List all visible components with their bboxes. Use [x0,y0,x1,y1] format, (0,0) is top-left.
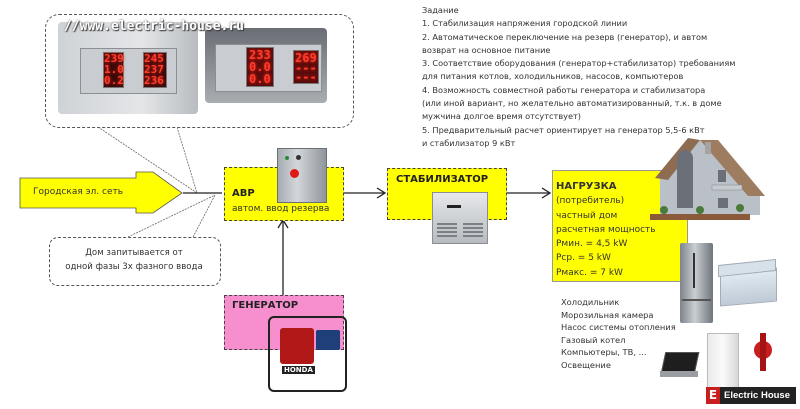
led-value: 233 [249,48,271,62]
generator-brand: HONDA [282,366,315,374]
stabilizer-display [447,205,461,208]
stabilizer-vent [463,223,483,237]
arrowhead-stabilizer [376,187,387,199]
load-line: частный дом [556,210,618,221]
avr-subtitle: автом. ввод резерва [232,204,330,214]
note-pointer-line-1 [127,194,216,238]
led-value: 0.0 [249,60,271,74]
appliance-item: Насос системы отопления [561,322,676,333]
appliance-item: Компьютеры, ТВ, ... [561,347,647,358]
led-value: 239 [104,52,124,65]
appliance-item: Газовый котел [561,334,626,345]
arrowhead-load [541,187,552,199]
note-line: Дом запитывается от [85,248,183,258]
task-line: 4. Возможность совместной работы генерат… [422,84,706,95]
left-meter-display-1 [103,52,124,88]
cabinet-indicator [285,156,289,160]
avr-cabinet-image [277,148,327,203]
led-value: 245 [144,52,164,65]
gas-boiler-image [707,333,739,390]
task-line: возврат на основное питание [422,44,551,55]
brand-text: Electric House [724,390,790,401]
avr-title: АВР [232,188,255,199]
note-line: одной фазы 3х фазного ввода [65,262,203,272]
task-description: Задание 1. Стабилизация напряжения город… [422,4,735,150]
pump-pipe [760,333,766,371]
led-value: 237 [144,63,164,76]
load-line: Рмакс. = 7 kW [556,267,623,278]
load-line: Рмин. = 4,5 kW [556,239,628,250]
left-meter-display-2 [143,52,167,88]
stabilizer-image [432,192,488,244]
city-grid-arrow [19,171,183,214]
led-value: 0.0 [249,72,271,86]
note-text: Дом запитывается от одной фазы 3х фазног… [49,246,219,274]
photo-pointer-line-1 [97,126,198,194]
task-line: 3. Соответствие оборудования (генератор+… [422,58,736,69]
generator-image: HONDA [268,316,347,392]
led-value: 1.0 [104,63,124,76]
load-line: (потребитель) [556,196,625,207]
circulation-pump-image [750,333,776,371]
led-value: 0.2 [104,74,124,87]
load-line: Рср. = 5 kW [556,253,611,264]
right-meter-display-2 [293,50,319,84]
appliance-item: Освещение [561,359,611,370]
brand-logo: E Electric House [706,387,796,404]
city-grid-label: Городская эл. сеть [33,187,124,197]
refrigerator-drawer [682,299,711,301]
load-text: НАГРУЗКА (потребитель) частный дом расче… [556,180,656,280]
led-value: --- [295,61,317,75]
refrigerator-image [680,243,713,323]
task-title: Задание [422,5,459,15]
load-title: НАГРУЗКА [556,181,617,192]
note-pointer-line-2 [192,194,216,238]
laptop-base [660,371,698,377]
stabilizer-vent [437,223,457,237]
appliance-item: Морозильная камера [561,309,654,320]
generator-panel [316,330,340,350]
load-box [552,170,688,282]
appliance-list: Холодильник Морозильная камера Насос сис… [561,296,676,372]
refrigerator-handle [693,253,695,288]
watermark-url: //www.electric-house.ru [64,19,245,34]
brand-letter: E [706,387,720,404]
task-line: (или иной вариант, но желательно автомат… [422,98,722,109]
task-line: мужчина долгое время отсутствует) [422,111,581,122]
generator-title: ГЕНЕРАТОР [232,300,299,311]
task-line: для питания котлов, холодильников, насос… [422,71,684,82]
cabinet-red-button [290,169,299,178]
photo-pointer-line-2 [176,126,198,194]
task-line: 1. Стабилизация напряжения городской лин… [422,18,628,29]
task-line: 2. Автоматическое переключение на резерв… [422,31,708,42]
task-line: и стабилизатор 9 кВт [422,137,516,148]
led-value: 236 [144,74,164,87]
note-callout [49,237,221,286]
right-meter-display-1 [246,47,274,87]
task-line: 5. Предварительный расчет ориентирует на… [422,124,705,135]
led-value: 269 [295,51,317,65]
load-line: расчетная мощность [556,224,656,235]
led-value: --- [295,70,317,84]
stabilizer-title: СТАБИЛИЗАТОР [396,174,489,185]
generator-engine [280,328,314,364]
cabinet-switch [296,155,301,160]
appliance-item: Холодильник [561,297,620,307]
